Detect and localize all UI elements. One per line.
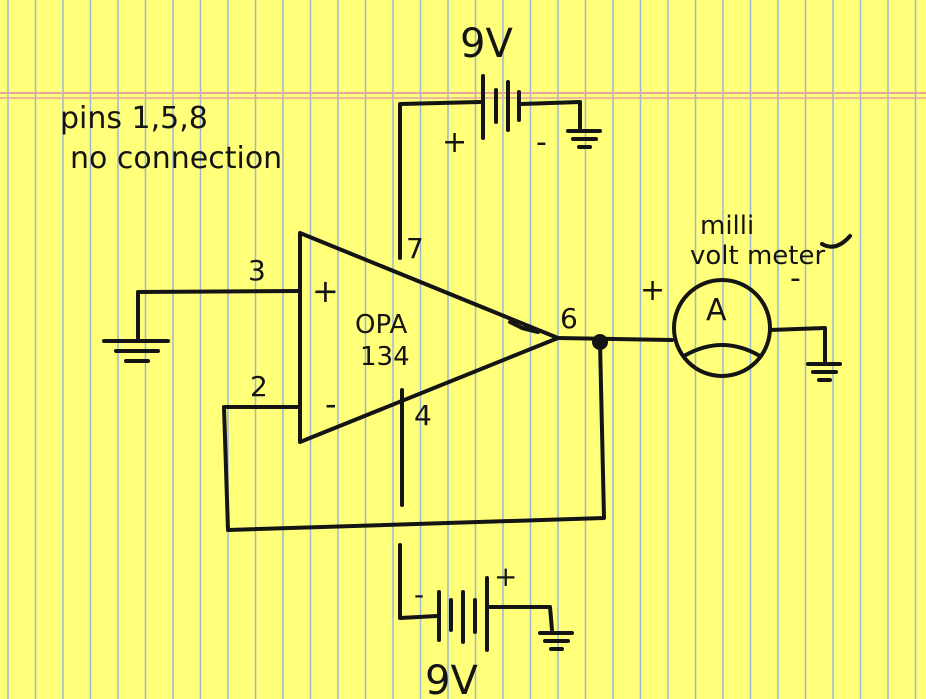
paper-rules xyxy=(7,0,917,699)
wire xyxy=(519,100,582,132)
opamp-triangle xyxy=(298,231,560,444)
wire-pin3 xyxy=(136,289,302,340)
meter-plus: + xyxy=(640,273,665,308)
wire-meter-ground xyxy=(768,326,827,364)
meter-label-line2: volt meter xyxy=(690,241,825,271)
battery-top-plus: + xyxy=(442,125,467,160)
millivolt-meter: milli volt meter A + - xyxy=(640,211,852,382)
battery-bottom-plus: + xyxy=(494,560,517,593)
wire-feedback xyxy=(222,340,606,532)
note-pins: pins 1,5,8 xyxy=(60,101,208,136)
meter-minus: - xyxy=(790,261,801,296)
wire xyxy=(398,100,482,260)
battery-bottom-minus: - xyxy=(414,578,424,611)
pin-7-label: 7 xyxy=(406,232,424,265)
battery-top-label: 9V xyxy=(460,21,513,67)
meter-needle-glyph: A xyxy=(706,293,727,328)
battery-bottom-label: 9V xyxy=(425,658,478,699)
battery-top-minus: - xyxy=(536,125,547,160)
meter-scale-arc xyxy=(682,343,762,358)
note-no-connection: no connection xyxy=(70,141,282,176)
pin-2-label: 2 xyxy=(250,370,268,403)
pin-4-label: 4 xyxy=(414,399,432,432)
wire xyxy=(486,605,554,632)
battery-bottom: - + 9V xyxy=(414,560,574,699)
opamp-plus-label: + xyxy=(312,272,339,310)
junction-dot xyxy=(592,334,608,350)
opamp-name: OPA xyxy=(355,310,407,340)
pin-3-label: 3 xyxy=(248,254,266,287)
wire-output xyxy=(556,336,674,342)
meter-label-tail xyxy=(820,234,852,249)
opamp: + - OPA 134 xyxy=(298,231,560,444)
pin-6-label: 6 xyxy=(560,302,578,335)
wire xyxy=(398,543,439,620)
meter-label-line1: milli xyxy=(700,211,754,241)
wire-pin6-tick xyxy=(508,320,540,334)
opamp-number: 134 xyxy=(360,342,410,372)
battery-top: 9V + - xyxy=(398,21,602,260)
opamp-minus-label: - xyxy=(325,385,337,423)
